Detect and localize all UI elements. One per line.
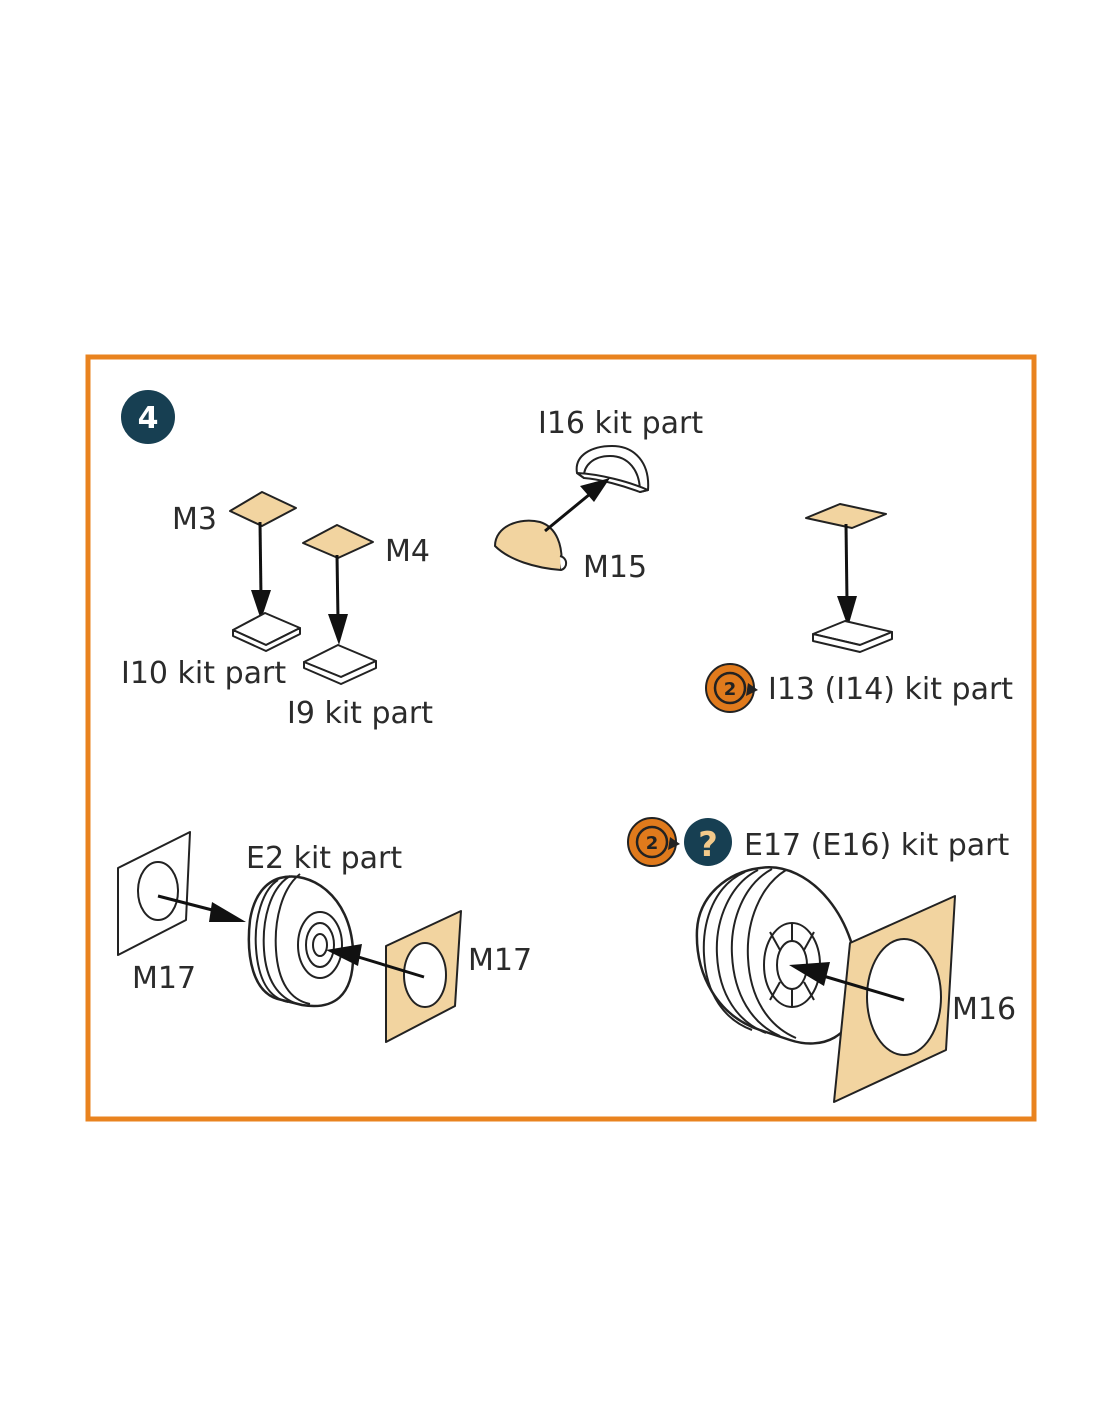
label-i10: I10 kit part bbox=[121, 656, 286, 691]
step-badge: 4 bbox=[121, 390, 175, 444]
svg-text:2: 2 bbox=[646, 833, 659, 854]
step-number: 4 bbox=[138, 401, 159, 436]
question-icon: ? bbox=[684, 818, 732, 866]
label-e2: E2 kit part bbox=[246, 841, 402, 876]
m3-part bbox=[229, 491, 297, 527]
m15-part bbox=[494, 519, 563, 571]
m4-assembly bbox=[302, 524, 377, 685]
e17-assembly bbox=[695, 866, 956, 1103]
label-m16: M16 bbox=[952, 992, 1016, 1027]
repeat-x2-icon-e17: 2 bbox=[627, 817, 680, 867]
m15-assembly bbox=[494, 445, 650, 571]
e2-assembly bbox=[117, 831, 462, 1043]
i13-assembly bbox=[805, 503, 893, 653]
label-m3: M3 bbox=[172, 502, 217, 537]
m-plate-part bbox=[805, 503, 887, 529]
label-i13: I13 (I14) kit part bbox=[768, 672, 1013, 707]
label-i9: I9 kit part bbox=[287, 696, 433, 731]
repeat-x2-icon: 2 bbox=[705, 663, 758, 713]
svg-text:?: ? bbox=[698, 825, 718, 865]
svg-text:2: 2 bbox=[724, 679, 737, 700]
m3-assembly bbox=[229, 491, 301, 652]
label-m17-right: M17 bbox=[468, 943, 532, 978]
label-m17-left: M17 bbox=[132, 961, 196, 996]
label-e17: E17 (E16) kit part bbox=[744, 828, 1010, 863]
label-m15: M15 bbox=[583, 550, 647, 585]
label-i16: I16 kit part bbox=[538, 406, 703, 441]
label-m4: M4 bbox=[385, 534, 430, 569]
m4-part bbox=[302, 524, 374, 559]
